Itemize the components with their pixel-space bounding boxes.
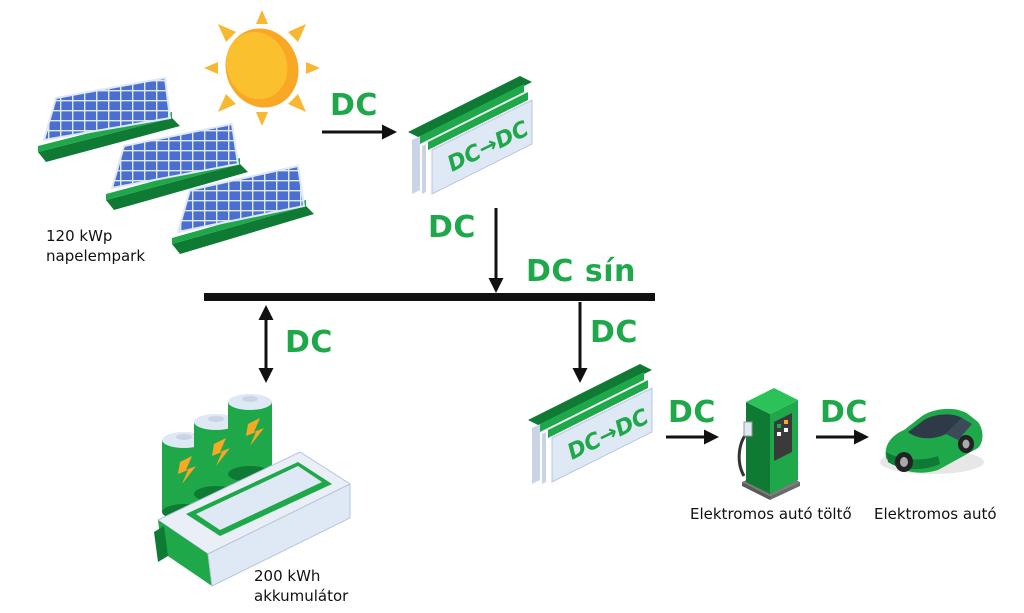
label-pv-to-converter: DC [330,88,378,123]
label-bus-name: DC sín [526,254,636,289]
dc-dc-converter-2-icon [528,364,653,484]
ev-charger-icon [737,388,800,500]
car-label: Elektromos autó [874,505,997,523]
pv-label: 120 kWp napelempark [46,226,145,266]
electric-car-icon [880,408,984,474]
charger-label: Elektromos autó töltő [690,505,852,523]
battery-storage-icon [154,394,352,587]
battery-label-line2: akkumulátor [254,587,349,605]
pv-label-line1: 120 kWp [46,227,113,245]
label-converter-to-bus: DC [428,210,476,245]
label-converter2-to-charger: DC [668,395,716,430]
battery-label-line1: 200 kWh [254,567,321,585]
sun-icon [204,10,320,126]
pv-label-line2: napelempark [46,247,146,265]
label-bus-battery: DC [285,325,333,360]
label-charger-to-car: DC [820,395,868,430]
battery-label: 200 kWh akkumulátor [254,566,348,606]
solar-panel-icon [38,76,314,254]
label-bus-to-converter2: DC [590,315,638,350]
dc-dc-converter-icon [408,76,533,195]
